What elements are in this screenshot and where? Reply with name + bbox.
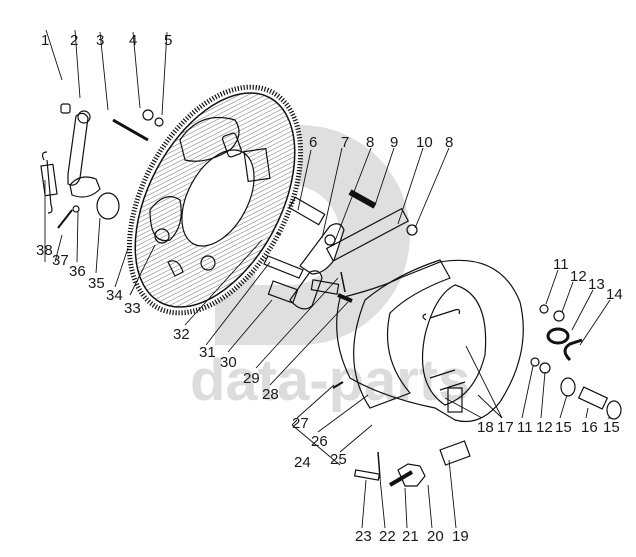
callout-24: 24 (294, 454, 311, 471)
cotter-pin-29 (340, 271, 346, 293)
callout-14: 14 (606, 286, 623, 303)
callout-18: 18 (477, 419, 494, 436)
link-31 (263, 255, 304, 279)
callout-8b: 8 (445, 134, 453, 151)
washer-8b (406, 224, 418, 236)
return-spring (41, 151, 53, 214)
callout-15b: 15 (603, 419, 620, 436)
callout-29: 29 (243, 370, 260, 387)
callout-10: 10 (416, 134, 433, 151)
pin-28 (337, 293, 353, 303)
callout-38: 38 (36, 242, 53, 259)
lever (67, 110, 101, 198)
nut-36 (72, 205, 80, 213)
callout-15a: 15 (555, 419, 572, 436)
callout-23: 23 (355, 528, 372, 545)
bolt-37 (57, 209, 73, 229)
callout-12a: 12 (570, 268, 587, 285)
callout-6: 6 (309, 134, 317, 151)
callout-7: 7 (341, 134, 349, 151)
callout-19: 19 (452, 528, 469, 545)
cam-shaft (267, 280, 299, 304)
callout-13: 13 (588, 276, 605, 293)
callout-27: 27 (292, 415, 309, 432)
callout-12b: 12 (536, 419, 553, 436)
callout-17: 17 (497, 419, 514, 436)
bolt-9 (348, 189, 377, 209)
lock-washer-11a (539, 304, 549, 314)
nut-12b (539, 362, 551, 374)
callout-11a: 11 (553, 256, 569, 273)
spring-16 (577, 386, 609, 410)
spring-cup-15b (606, 400, 622, 420)
spring-cup-15a (560, 377, 576, 397)
callout-1: 1 (41, 32, 49, 49)
hook-14 (563, 338, 583, 362)
link-arm (325, 207, 410, 262)
star-wheel-20 (397, 463, 426, 487)
seal (96, 192, 120, 220)
cam-lever-30 (289, 270, 323, 310)
callout-31: 31 (199, 344, 216, 361)
adjuster-screw-21 (388, 470, 414, 487)
callout-37: 37 (52, 252, 69, 269)
callout-35: 35 (88, 275, 105, 292)
nut-12a (553, 310, 565, 322)
leader-lines (44, 29, 611, 529)
callout-5: 5 (164, 32, 172, 49)
washer-13 (546, 327, 570, 345)
cotter-pin-22 (377, 451, 381, 479)
callout-21: 21 (402, 528, 419, 545)
callout-28: 28 (262, 386, 279, 403)
callout-22: 22 (379, 528, 396, 545)
callout-8a: 8 (366, 134, 374, 151)
bracket-7 (299, 223, 345, 275)
callout-33: 33 (124, 300, 141, 317)
washer-5 (154, 117, 164, 127)
callout-4: 4 (129, 32, 137, 49)
callout-20: 20 (427, 528, 444, 545)
pin-6 (288, 196, 326, 226)
callout-labels: 1 2 3 4 5 6 7 8 9 10 8 11 12 13 14 11 12… (36, 32, 623, 545)
callout-36: 36 (69, 263, 86, 280)
lock-washer-11b (530, 357, 540, 367)
callout-11b: 11 (517, 419, 533, 436)
brake-shoe-assembly (336, 259, 524, 423)
watermark-text: data-parts (190, 348, 470, 413)
callout-25: 25 (330, 451, 347, 468)
bushing (60, 103, 71, 114)
callout-2: 2 (70, 32, 78, 49)
pin-23 (353, 469, 381, 481)
rivet-27 (332, 381, 344, 389)
backing-plate-drum (126, 84, 304, 316)
callout-9: 9 (390, 134, 398, 151)
callout-30: 30 (220, 354, 237, 371)
callout-34: 34 (106, 287, 123, 304)
nut-4 (142, 109, 154, 121)
adjuster-sleeve-19 (439, 440, 471, 466)
bolt-3 (112, 118, 149, 142)
callout-16: 16 (581, 419, 598, 436)
callout-26: 26 (311, 433, 328, 450)
callout-3: 3 (96, 32, 104, 49)
callout-32: 32 (173, 326, 190, 343)
